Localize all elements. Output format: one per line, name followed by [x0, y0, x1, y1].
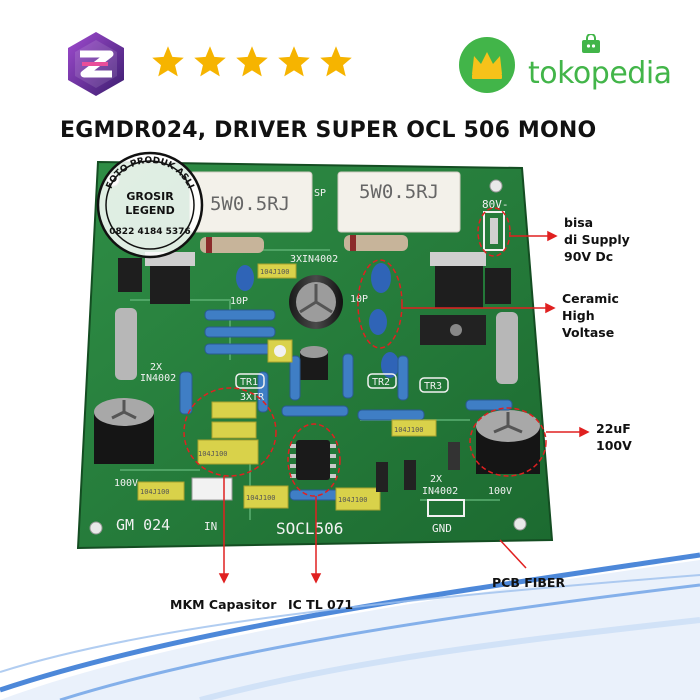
- callout-ceramic-line2: High: [562, 308, 595, 323]
- callout-ceramic: Ceramic High Voltase: [562, 290, 619, 341]
- label-100v-right: 100V: [488, 486, 512, 497]
- label-diodes-top: 3XIN4002: [290, 254, 338, 265]
- rating-stars: [150, 44, 354, 80]
- power-resistor-right: 5W0.5RJ: [337, 171, 461, 233]
- annotation-arrows: [218, 230, 590, 584]
- capacitor-top: [289, 275, 343, 329]
- capacitor-22uf: [476, 410, 540, 474]
- resistor-right-vertical: [496, 312, 518, 384]
- callout-supply: bisa di Supply 90V Dc: [564, 214, 630, 265]
- cap-code-1: 104J100: [198, 450, 228, 458]
- callout-ceramic-line3: Voltase: [562, 325, 615, 340]
- label-2x-left: 2X: [150, 362, 162, 373]
- callout-pcb-fiber: PCB FIBER: [492, 575, 566, 590]
- star-icon: [278, 46, 310, 77]
- capacitor-left: [94, 398, 154, 464]
- label-tr2: TR2: [372, 377, 390, 388]
- label-80v: 80V-: [482, 198, 509, 211]
- cap-code-5: 104J100: [394, 426, 424, 434]
- callout-cap22-line2: 100V: [596, 438, 632, 453]
- star-icon: [194, 46, 226, 77]
- callout-ceramic-line1: Ceramic: [562, 291, 619, 306]
- annotation-circles: [183, 207, 547, 497]
- callout-supply-line2: di Supply: [564, 232, 630, 247]
- marketplace-name: tokopedia: [528, 56, 672, 91]
- cap-code-6: 104J100: [260, 268, 290, 276]
- shopping-bag-icon: [582, 34, 600, 53]
- power-resistor-left: 5W0.5RJ: [189, 171, 313, 233]
- product-title: EGMDR024, DRIVER SUPER OCL 506 MONO: [60, 118, 597, 143]
- label-2x-right: 2X: [430, 474, 442, 485]
- label-tr3: TR3: [424, 381, 442, 392]
- label-in4002-right: IN4002: [422, 486, 458, 497]
- label-3xtr: 3XTR: [240, 392, 265, 403]
- callout-supply-line1: bisa: [564, 215, 594, 230]
- cap-code-3: 104J100: [246, 494, 276, 502]
- wave-decoration: [0, 552, 700, 700]
- genuine-photo-stamp: FOTO PRODUK ASLI GROSIR LEGEND 0822 4184…: [96, 151, 204, 259]
- ceramic-cap-top: [371, 263, 391, 293]
- ceramic-cap-bottom: [369, 309, 387, 335]
- cap-code-2: 104J100: [140, 488, 170, 496]
- resistor-right-label: 5W0.5RJ: [359, 181, 439, 203]
- label-10p-right: 10P: [350, 294, 368, 305]
- callout-mkm: MKM Capasitor: [170, 597, 277, 612]
- star-icon: [236, 46, 268, 77]
- callout-cap22: 22uF 100V: [596, 420, 632, 454]
- star-icon: [320, 46, 352, 77]
- label-socl: SOCL506: [276, 519, 343, 538]
- transistor-right: [430, 252, 511, 308]
- label-tr1: TR1: [240, 377, 258, 388]
- owl-crown-icon: [459, 37, 515, 93]
- ic-tl071: [290, 440, 336, 480]
- cap-code-4: 104J100: [338, 496, 368, 504]
- label-10p-left: 10P: [230, 296, 248, 307]
- label-in4002-left: IN4002: [140, 373, 176, 384]
- label-100v-left: 100V: [114, 478, 138, 489]
- stamp-line1: GROSIR: [126, 190, 174, 203]
- callout-cap22-line1: 22uF: [596, 421, 631, 436]
- zeta-hexagon-logo-icon: [68, 32, 124, 96]
- label-model: GM 024: [116, 516, 170, 534]
- mkm-capacitors: [137, 263, 437, 511]
- stamp-line2: LEGEND: [125, 204, 174, 217]
- label-gnd: GND: [432, 522, 452, 535]
- label-in: IN: [204, 520, 217, 533]
- resistor-left-vertical: [115, 308, 137, 380]
- label-sp: SP: [314, 188, 326, 199]
- stamp-phone: 0822 4184 5376: [109, 227, 190, 237]
- callout-supply-line3: 90V Dc: [564, 249, 614, 264]
- callout-ic: IC TL 071: [288, 597, 354, 612]
- star-icon: [152, 46, 184, 77]
- resistor-left-label: 5W0.5RJ: [210, 193, 290, 215]
